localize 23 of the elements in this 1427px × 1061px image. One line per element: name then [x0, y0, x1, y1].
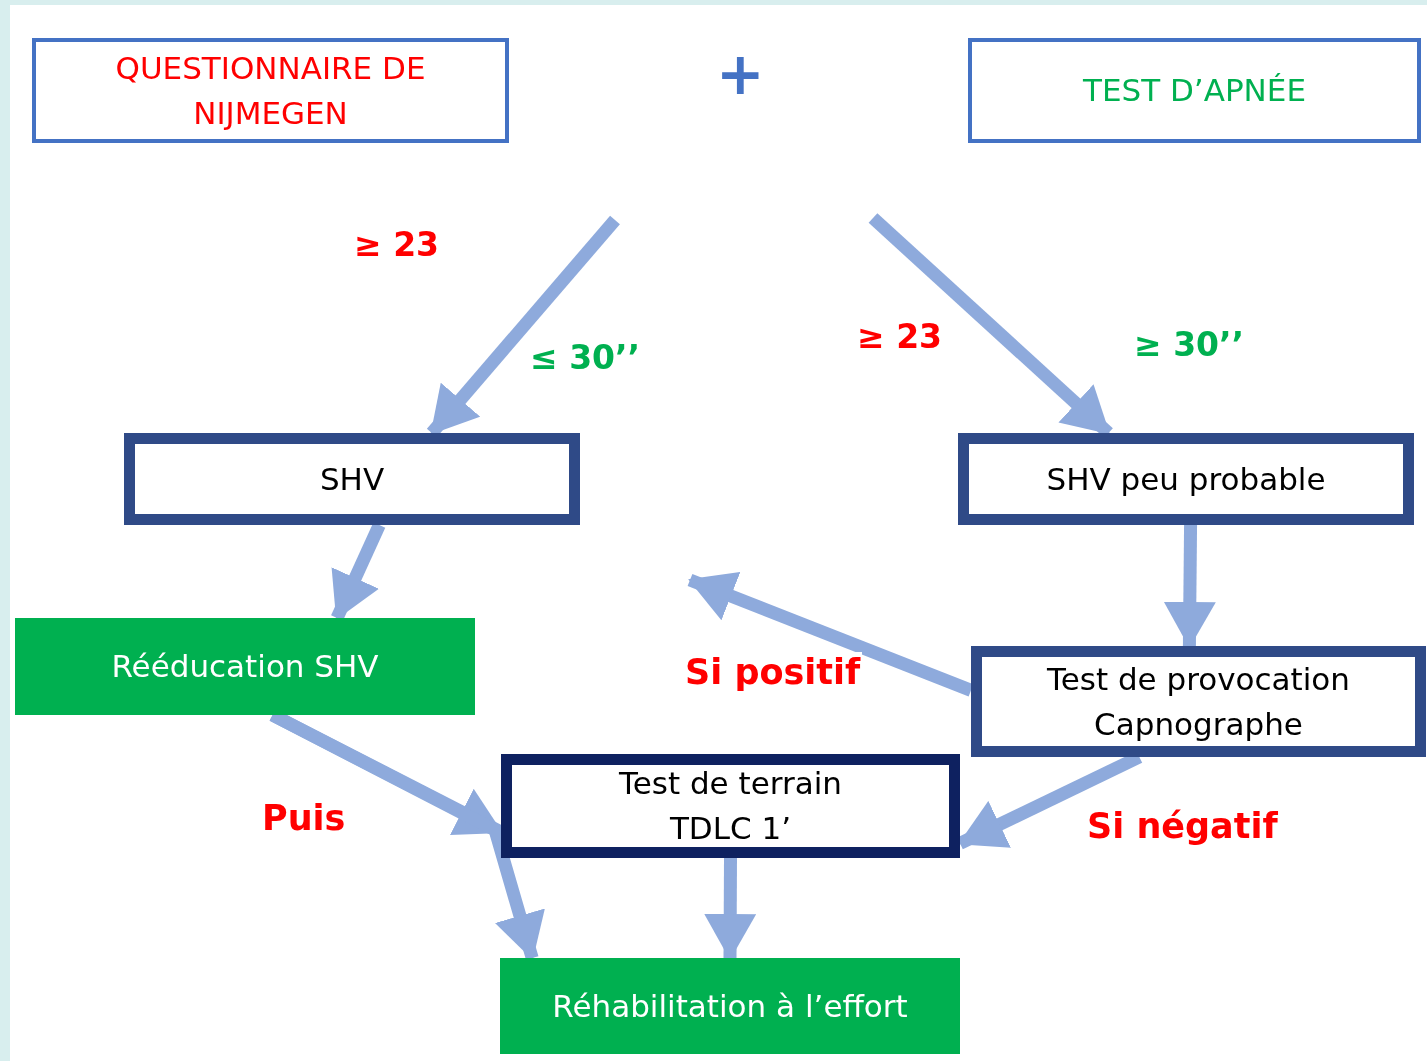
arrow: [1163, 524, 1216, 648]
plus-sign: +: [716, 40, 765, 108]
process-box: [501, 754, 960, 858]
box-text: SHV: [319, 459, 385, 499]
process-box: [124, 433, 580, 525]
process-box: [968, 38, 1421, 143]
threshold-label: ≥ 23: [857, 317, 943, 356]
arrow: [704, 857, 757, 960]
action-box: [15, 618, 475, 715]
threshold-label: ≤ 30’’: [530, 338, 641, 377]
box-text: Réhabilitation à l’effort: [552, 986, 908, 1026]
box-text: SHV peu probable: [1046, 459, 1326, 499]
threshold-label: ≥ 23: [354, 225, 440, 264]
box-text: QUESTIONNAIRE DE NIJMEGEN: [114, 48, 427, 133]
process-box: [971, 646, 1426, 757]
box-text: TEST D’APNÉE: [1083, 71, 1306, 111]
box-text: Test de provocation Capnographe: [1046, 659, 1351, 744]
process-box: [958, 433, 1414, 525]
box-text: Test de terrain TDLC 1’: [618, 764, 843, 848]
action-box: [500, 958, 960, 1054]
threshold-label: ≥ 30’’: [1134, 325, 1245, 364]
box-text: Rééducation SHV: [111, 647, 379, 687]
process-box: [32, 38, 509, 143]
